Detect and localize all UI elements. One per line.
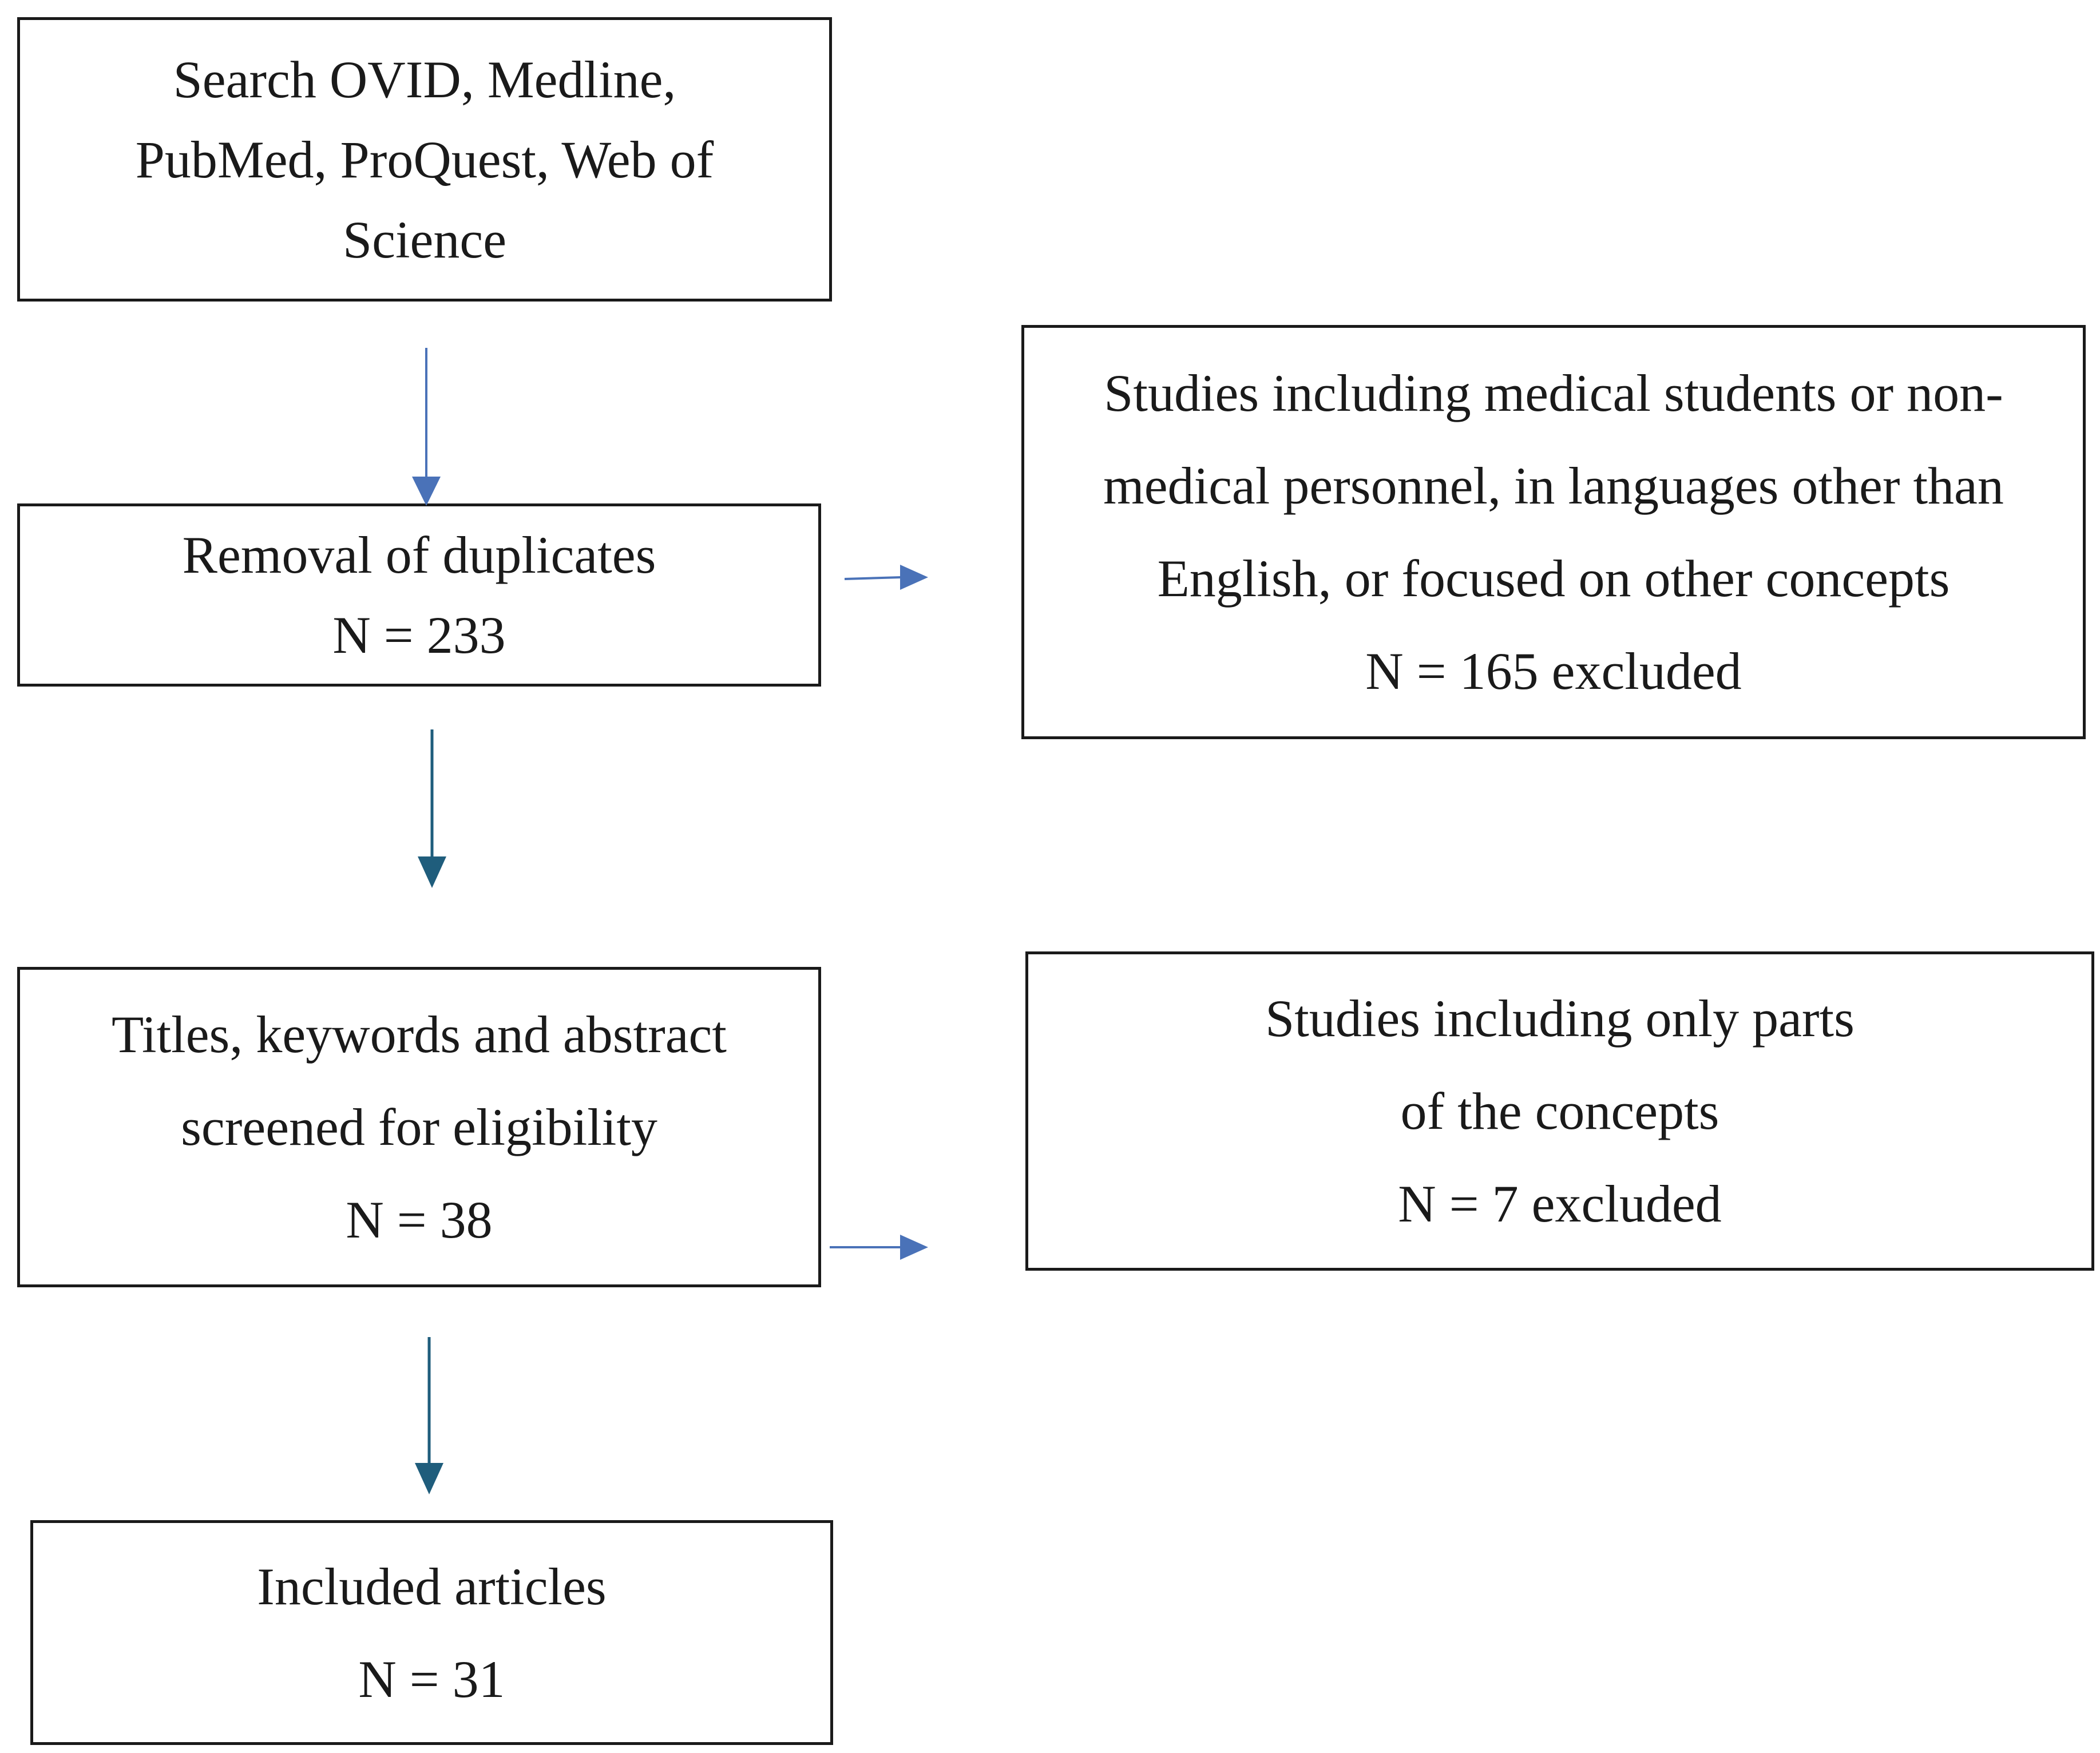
exclusion-second-line-2: of the concepts [1400, 1082, 1719, 1140]
duplicates-title: Removal of duplicates [182, 526, 656, 584]
duplicates-count: N = 233 [332, 606, 506, 664]
search-databases-box: Search OVID, Medline, PubMed, ProQuest, … [17, 17, 832, 302]
screening-line-1: Titles, keywords and abstract [112, 1005, 727, 1064]
included-count: N = 31 [358, 1649, 505, 1708]
exclusion-second-line-1: Studies including only parts [1265, 989, 1855, 1048]
included-articles-box: Included articles N = 31 [30, 1520, 833, 1745]
arrow-duplicates-to-exclusion [844, 565, 928, 590]
exclusion-first-line-3: English, or focused on other concepts [1157, 549, 1950, 608]
included-title: Included articles [257, 1557, 607, 1616]
search-line-3: Science [342, 210, 507, 269]
arrow-screening-to-included [415, 1337, 443, 1494]
exclusion-first-line-1: Studies including medical students or no… [1104, 364, 2003, 422]
exclusion-first-line-2: medical personnel, in languages other th… [1103, 457, 2004, 515]
screening-line-2: screened for eligibility [181, 1098, 657, 1156]
arrow-screening-to-exclusion [830, 1235, 928, 1260]
search-line-1: Search OVID, Medline, [173, 50, 676, 109]
exclusion-box-first: Studies including medical students or no… [1021, 325, 2086, 739]
arrow-duplicates-to-screening [418, 729, 446, 888]
exclusion-second-count: N = 7 excluded [1398, 1175, 1722, 1233]
screening-count: N = 38 [346, 1191, 493, 1249]
exclusion-box-second: Studies including only parts of the conc… [1025, 951, 2094, 1271]
duplicates-removal-box: Removal of duplicates N = 233 [17, 503, 821, 687]
screening-box: Titles, keywords and abstract screened f… [17, 967, 821, 1287]
arrow-search-to-duplicates [412, 348, 441, 506]
exclusion-first-count: N = 165 excluded [1365, 642, 1742, 700]
search-line-2: PubMed, ProQuest, Web of [135, 130, 714, 189]
